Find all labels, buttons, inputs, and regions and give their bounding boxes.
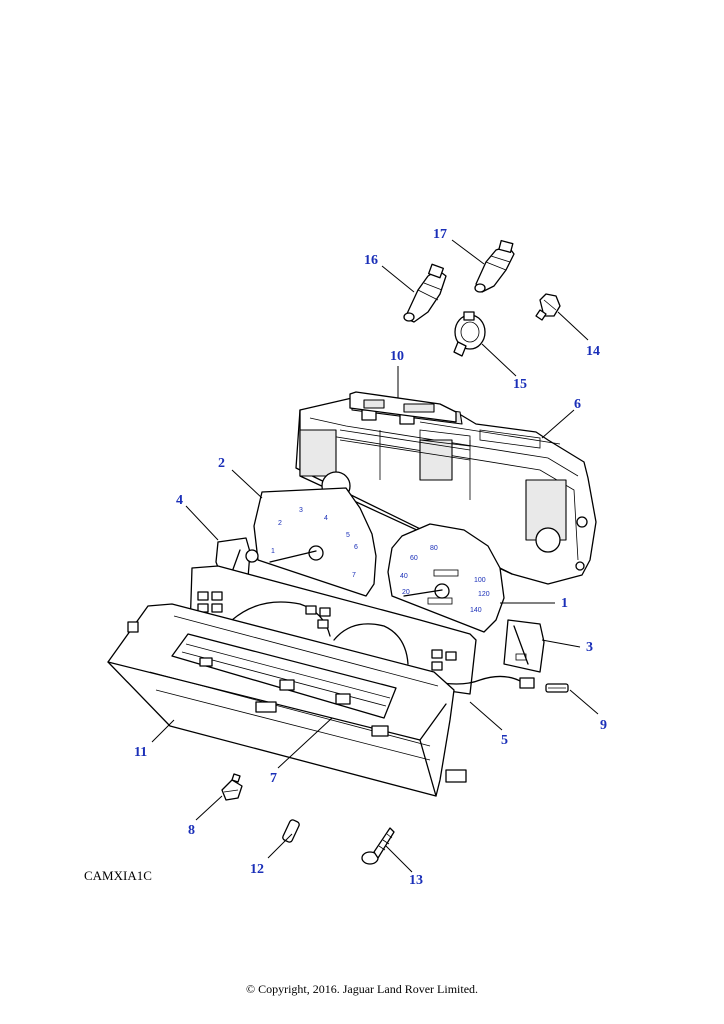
speedo-mark: 80 xyxy=(430,545,438,552)
speedo-mark: 100 xyxy=(474,577,486,584)
callout-11: 11 xyxy=(134,745,147,760)
tachometer-dial-2: 1 2 3 4 5 6 7 xyxy=(253,487,377,597)
tacho-mark: 6 xyxy=(354,544,358,551)
callout-labels: 1 2 3 4 5 6 7 8 9 10 11 12 13 14 15 16 1… xyxy=(134,227,607,888)
bulb-12 xyxy=(282,819,300,843)
speedo-mark: 120 xyxy=(478,591,490,598)
tacho-mark: 5 xyxy=(346,532,350,539)
speedo-mark: 20 xyxy=(402,589,410,596)
bulb-holder-15 xyxy=(453,311,486,357)
bulb-holder-17 xyxy=(474,239,515,293)
bulb-9 xyxy=(545,683,569,693)
tacho-mark: 3 xyxy=(299,507,303,514)
bezel-7 xyxy=(171,633,397,719)
callout-16: 16 xyxy=(364,253,378,268)
tacho-mark: 7 xyxy=(352,572,356,579)
printed-circuit-10 xyxy=(339,391,561,461)
callout-14: 14 xyxy=(586,344,600,359)
warning-lamp-windows xyxy=(197,591,457,671)
bulb-holder-14 xyxy=(535,293,561,321)
screw-13 xyxy=(361,827,395,865)
callout-3: 3 xyxy=(586,640,593,655)
callout-5: 5 xyxy=(501,733,508,748)
speedo-mark: 140 xyxy=(470,607,482,614)
tacho-mark: 2 xyxy=(278,520,282,527)
gauge-3 xyxy=(503,619,545,673)
callout-13: 13 xyxy=(409,873,423,888)
diagram-reference-code: CAMXIA1C xyxy=(84,868,152,883)
callout-6: 6 xyxy=(574,397,581,412)
tacho-mark: 1 xyxy=(271,548,275,555)
leader-lines xyxy=(151,239,599,873)
callout-10: 10 xyxy=(390,349,404,364)
callout-12: 12 xyxy=(250,862,264,877)
speedo-mark: 60 xyxy=(410,555,418,562)
callout-7: 7 xyxy=(270,771,277,786)
callout-17: 17 xyxy=(433,227,447,242)
callout-4: 4 xyxy=(176,493,183,508)
copyright-notice: © Copyright, 2016. Jaguar Land Rover Lim… xyxy=(245,982,479,996)
callout-9: 9 xyxy=(600,718,607,733)
callout-2: 2 xyxy=(218,456,225,471)
speedo-mark: 40 xyxy=(400,573,408,580)
speedometer-dial-1: 20 40 60 80 100 120 140 xyxy=(387,523,505,633)
callout-1: 1 xyxy=(561,596,568,611)
callout-8: 8 xyxy=(188,823,195,838)
bulb-holder-8 xyxy=(221,773,243,801)
bulb-holder-16 xyxy=(403,263,447,323)
tacho-mark: 4 xyxy=(324,515,328,522)
callout-15: 15 xyxy=(513,377,527,392)
